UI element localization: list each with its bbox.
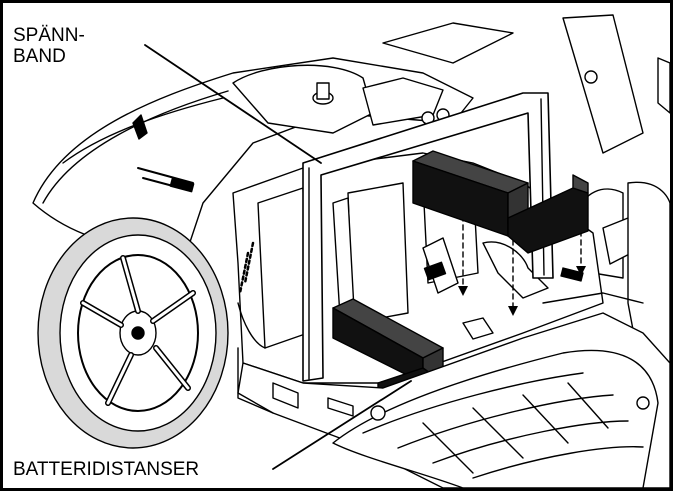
strap-leader-line [144, 44, 322, 164]
scooter-battery-illustration [32, 14, 670, 488]
rear-wheel [37, 217, 229, 449]
strap-label: SPÄNN- BAND [13, 25, 85, 67]
floorboard [237, 312, 670, 488]
battery-spacer-upper [412, 150, 589, 254]
spacers-label: BATTERIDISTANSER [13, 459, 202, 480]
spacer-leader-line [272, 380, 412, 470]
strap-label-line1: SPÄNN- [13, 25, 85, 46]
arrow-heads [458, 266, 586, 316]
motor-housing [232, 22, 514, 134]
leader-lines [144, 44, 412, 470]
strap-label-line2: BAND [13, 46, 66, 67]
